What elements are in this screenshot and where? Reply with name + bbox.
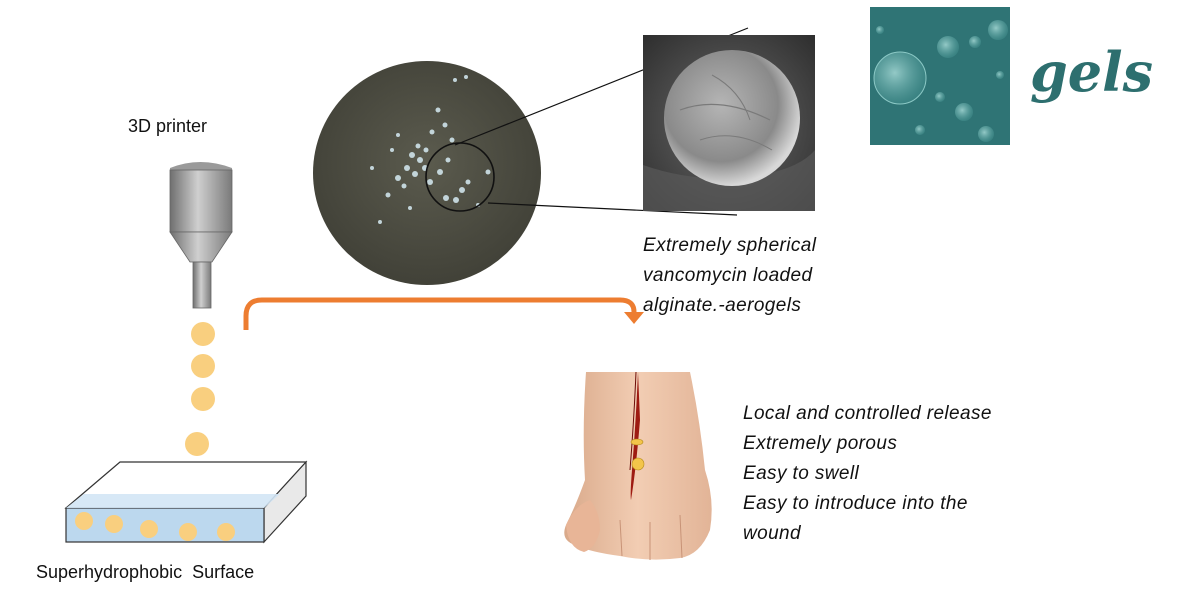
wounded-hand-illustration	[554, 371, 734, 572]
surface-bead	[105, 515, 123, 533]
printer-nozzle-icon	[169, 162, 233, 309]
superhydrophobic-surface	[64, 460, 308, 544]
caption-line: alginate.-aerogels	[643, 295, 802, 316]
falling-droplets	[171, 322, 215, 497]
property-item: Easy to swell	[743, 463, 860, 484]
droplet	[191, 354, 215, 378]
droplet	[185, 432, 209, 456]
petri-dish-photo	[313, 61, 541, 285]
surface-bead	[75, 512, 93, 530]
property-item: Extremely porous	[743, 433, 898, 454]
curved-arrow-icon	[243, 297, 644, 330]
wound-bead	[631, 457, 645, 471]
printer-label: 3D printer	[128, 116, 208, 136]
caption-line: Extremely spherical	[643, 235, 817, 256]
gels-logo-word: gels	[1030, 40, 1154, 104]
properties-list: Local and controlled release Extremely p…	[743, 399, 992, 549]
surface-label: Superhydrophobic Surface	[36, 562, 255, 582]
caption-block: Extremely spherical vancomycin loaded al…	[643, 231, 816, 321]
wound-bead	[630, 438, 644, 446]
sem-bead-photo	[643, 35, 815, 211]
property-item: Local and controlled release	[743, 403, 992, 424]
property-item: wound	[743, 523, 801, 544]
property-item: Easy to introduce into the	[743, 493, 968, 514]
zoom-line-bottom	[487, 202, 738, 216]
surface-bead	[217, 523, 235, 541]
gels-logo-tile	[870, 7, 1010, 145]
caption-line: vancomycin loaded	[643, 265, 813, 286]
surface-bead	[140, 520, 158, 538]
droplet	[191, 387, 215, 411]
droplet	[191, 322, 215, 346]
surface-bead	[179, 523, 197, 541]
